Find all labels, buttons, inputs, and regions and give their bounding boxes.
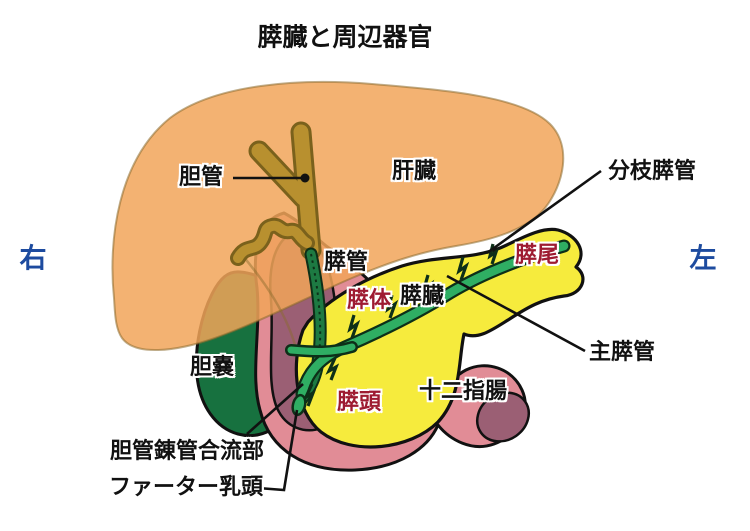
orientation-left-label: 左 <box>689 243 717 275</box>
gallbladder-label: 胆嚢 <box>189 355 235 380</box>
pancreas-tail-label: 膵尾 <box>514 243 560 268</box>
duodenum-label: 十二指腸 <box>418 379 508 404</box>
branch-duct-pointer-line <box>486 169 602 255</box>
accessory-duct <box>287 343 356 356</box>
pancreas-shape <box>294 227 585 449</box>
branch-pancreatic-duct-label: 分枝膵管 <box>607 159 697 184</box>
branch-duct-spike <box>456 256 470 281</box>
pancreatic-duct-label: 膵管 <box>323 250 369 275</box>
main-pancreatic-duct <box>297 241 569 399</box>
papilla-of-vater-label: ファーター乳頭 <box>108 475 264 500</box>
duodenum-opening <box>475 391 531 443</box>
pancreas-label: 膵臓 <box>399 284 445 309</box>
papilla-pointer-line <box>257 409 299 492</box>
main-duct-pointer-line <box>446 274 586 353</box>
branch-duct-spike <box>347 314 361 339</box>
liver-label: 肝臓 <box>391 159 437 184</box>
junction-pointer-line <box>246 383 304 435</box>
bile-duct-label: 胆管 <box>178 165 224 190</box>
diagram-title: 膵臓と周辺器官 <box>257 22 433 52</box>
liver-shape <box>111 80 565 352</box>
main-pancreatic-duct-label: 主膵管 <box>588 340 656 365</box>
orientation-right-label: 右 <box>19 243 47 275</box>
pancreas-body-label: 膵体 <box>346 288 392 313</box>
cystic-duct <box>233 220 312 263</box>
branch-duct-spike <box>302 383 317 407</box>
pancreas-head-label: 膵頭 <box>336 390 382 415</box>
branch-duct-spike <box>421 274 435 299</box>
bile-duct-branch <box>251 143 311 206</box>
branch-duct-spike <box>385 294 399 319</box>
branch-duct-spike <box>325 357 340 381</box>
bile-duct-pointer-dot <box>300 173 310 183</box>
duct-junction-label: 胆管錬管合流部 <box>109 439 265 464</box>
